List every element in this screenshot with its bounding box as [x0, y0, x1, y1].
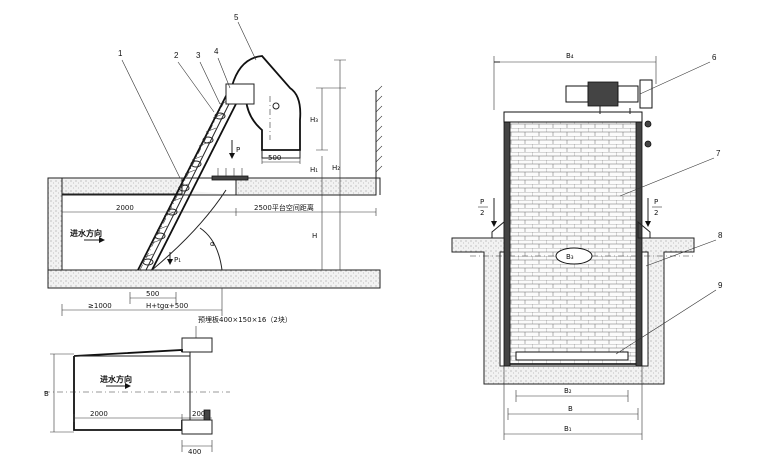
front-view: B₃ P 2 P 2 B₄ B₂ B B₁ 6 7 8 9 [451, 52, 723, 440]
dim-formula: H+tgα+500 [146, 302, 188, 310]
rake-frame [137, 85, 243, 271]
load-p-label: P [236, 146, 240, 154]
callout-7: 7 [716, 149, 721, 158]
callout-4: 4 [214, 47, 219, 56]
drive-motor [565, 79, 653, 148]
screen-frame [507, 113, 639, 365]
dim-b-plan: B [44, 390, 49, 398]
flow-direction-plan: 进水方向 [100, 374, 132, 384]
callout-8: 8 [718, 231, 723, 240]
load-p1-label: P₁ [174, 256, 181, 264]
callouts-side: 1 2 3 4 5 [118, 13, 257, 179]
dim-h3: H₃ [310, 116, 318, 124]
b3-ellipse [555, 247, 593, 265]
dim-b: B [568, 405, 573, 413]
angle-arc [199, 227, 223, 271]
dim-b1: B₁ [564, 425, 572, 433]
embed-plate-top [181, 337, 213, 353]
dim-h: H [312, 232, 317, 240]
dim-ge1000: ≥1000 [88, 302, 112, 310]
dim-500-top: 500 [268, 154, 281, 162]
dim-b3: B₃ [566, 253, 574, 261]
platform-slab [235, 177, 377, 196]
alpha-label: α [210, 240, 215, 248]
callout-1: 1 [118, 49, 123, 58]
p-half-left-num: P [480, 198, 484, 206]
embed-plate-note: 预埋板400×150×16（2块） [198, 315, 292, 324]
dim-400-plan: 400 [188, 448, 201, 456]
dim-h1: H₁ [310, 166, 318, 174]
callouts-front: 6 7 8 9 [615, 53, 723, 355]
plan-view: 预埋板400×150×16（2块） B 进水方向 2000 200 400 [44, 315, 292, 456]
dim-platform-space: 2500平台空间距离 [254, 203, 314, 212]
callout-2: 2 [174, 51, 179, 60]
callout-5: 5 [234, 13, 239, 22]
callout-6: 6 [712, 53, 717, 62]
base-plate [211, 175, 249, 181]
dim-2000-plan: 2000 [90, 410, 108, 418]
flow-direction-side: 进水方向 [70, 228, 102, 238]
p-half-right-den: 2 [654, 209, 658, 217]
drive-head [225, 55, 302, 159]
upstream-slab [61, 177, 183, 195]
p-half-left-den: 2 [480, 209, 484, 217]
dim-b2: B₂ [564, 387, 572, 395]
dim-b4: B₄ [566, 52, 574, 60]
dim-h2: H₂ [332, 164, 340, 172]
side-view: α P P₁ H₃ H₁ H H₂ 2000 2500平台空间距离 500 50… [47, 13, 383, 316]
p-half-right-num: P [654, 198, 658, 206]
callout-3: 3 [196, 51, 201, 60]
dim-200-plan: 200 [192, 410, 205, 418]
embed-plate-bottom [181, 419, 213, 435]
bottom-bar [515, 351, 629, 361]
channel-floor [47, 269, 381, 289]
callout-9: 9 [718, 281, 723, 290]
channel-left-wall [47, 177, 63, 271]
dim-500-bottom: 500 [146, 290, 159, 298]
dim-2000: 2000 [116, 204, 134, 212]
